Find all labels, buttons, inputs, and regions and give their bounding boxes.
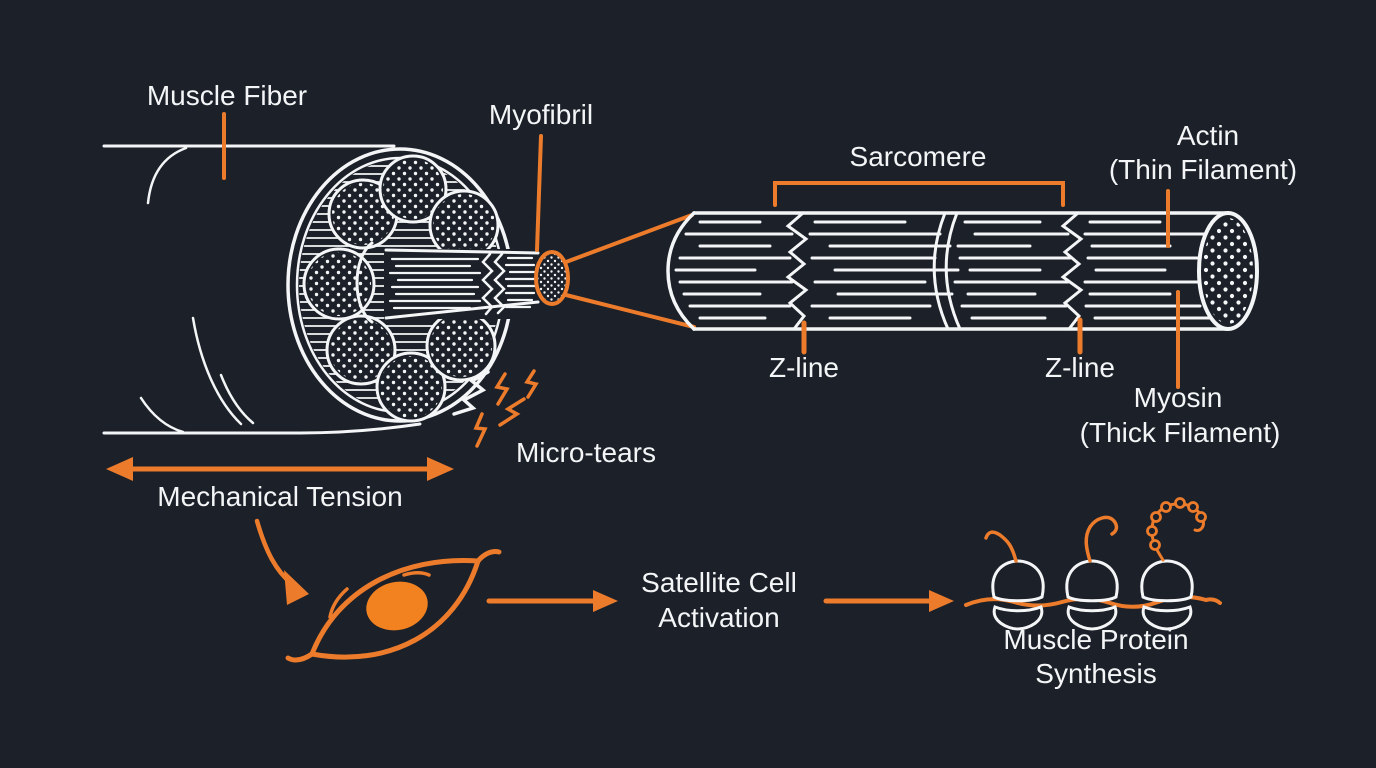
- amino-acid-beads: [1146, 497, 1207, 551]
- fiber-shading-arc: [191, 316, 243, 426]
- muscle-fiber-illustration: [102, 144, 570, 448]
- curved-arrow-to-satellite-cell: [254, 518, 309, 605]
- fiber-shading-arc: [146, 146, 188, 205]
- cell-nucleus: [366, 581, 428, 631]
- fiber-shading-arc: [139, 396, 185, 434]
- myofibril-bundle: [355, 241, 570, 324]
- myosin-label-line1: Myosin: [1134, 382, 1223, 413]
- nascent-peptide: [984, 530, 1018, 563]
- z-line-ticks: [801, 317, 1083, 355]
- m-band-curves: [932, 211, 962, 331]
- fiber-bottom-edge: [102, 422, 422, 435]
- micro-tears-marks: [452, 369, 539, 448]
- sarcomere-left-opening: [666, 211, 696, 331]
- myofibril-cross-sections: [302, 154, 500, 423]
- actin-label-line1: Actin: [1177, 120, 1239, 151]
- micro-tears-label: Micro-tears: [516, 437, 656, 468]
- tear-zigzag: [452, 370, 490, 416]
- sarcomere-illustration: [564, 181, 1259, 389]
- filament-lines: [674, 220, 1227, 320]
- lightning-bolts-icon: [473, 369, 539, 448]
- mps-label-line1: Muscle Protein: [1003, 624, 1188, 655]
- myofibril-pointer-line: [535, 134, 543, 252]
- mechanical-tension-label: Mechanical Tension: [157, 481, 402, 512]
- sarcomere-end-cap: [1197, 211, 1259, 331]
- satellite-activation-label-line2: Activation: [658, 602, 779, 633]
- fiber-shading-arc: [219, 373, 255, 425]
- ribosome-icon: [1065, 515, 1119, 631]
- nascent-peptide-beaded: [1150, 502, 1205, 562]
- myofibril-label: Myofibril: [489, 99, 593, 130]
- satellite-cell-icon: [285, 549, 502, 663]
- myosin-label-line2: (Thick Filament): [1080, 417, 1281, 448]
- ribosome-icon: [984, 530, 1045, 631]
- z-line-left-label: Z-line: [769, 352, 839, 383]
- sarcomere-bracket: [773, 181, 1065, 207]
- ribosome-icon: [1140, 497, 1207, 631]
- z-line-left-zigzag: [785, 211, 809, 331]
- z-line-right-label: Z-line: [1045, 352, 1115, 383]
- satellite-activation-label-line1: Satellite Cell: [641, 567, 797, 598]
- z-line-right-zigzag: [1060, 211, 1084, 331]
- mps-label-line2: Synthesis: [1035, 658, 1156, 689]
- actin-label-line2: (Thin Filament): [1109, 154, 1297, 185]
- mechanical-tension-arrow: [106, 457, 454, 481]
- myofibril-end-cap: [534, 250, 570, 306]
- protein-synthesis-icon: [964, 497, 1222, 631]
- muscle-fiber-label: Muscle Fiber: [147, 80, 307, 111]
- zoom-fan-lines: [564, 213, 696, 329]
- arrow-cell-to-activation: [486, 590, 618, 612]
- nascent-peptide: [1084, 515, 1119, 563]
- sarcomere-label: Sarcomere: [850, 141, 987, 172]
- arrow-activation-to-synthesis: [823, 590, 954, 612]
